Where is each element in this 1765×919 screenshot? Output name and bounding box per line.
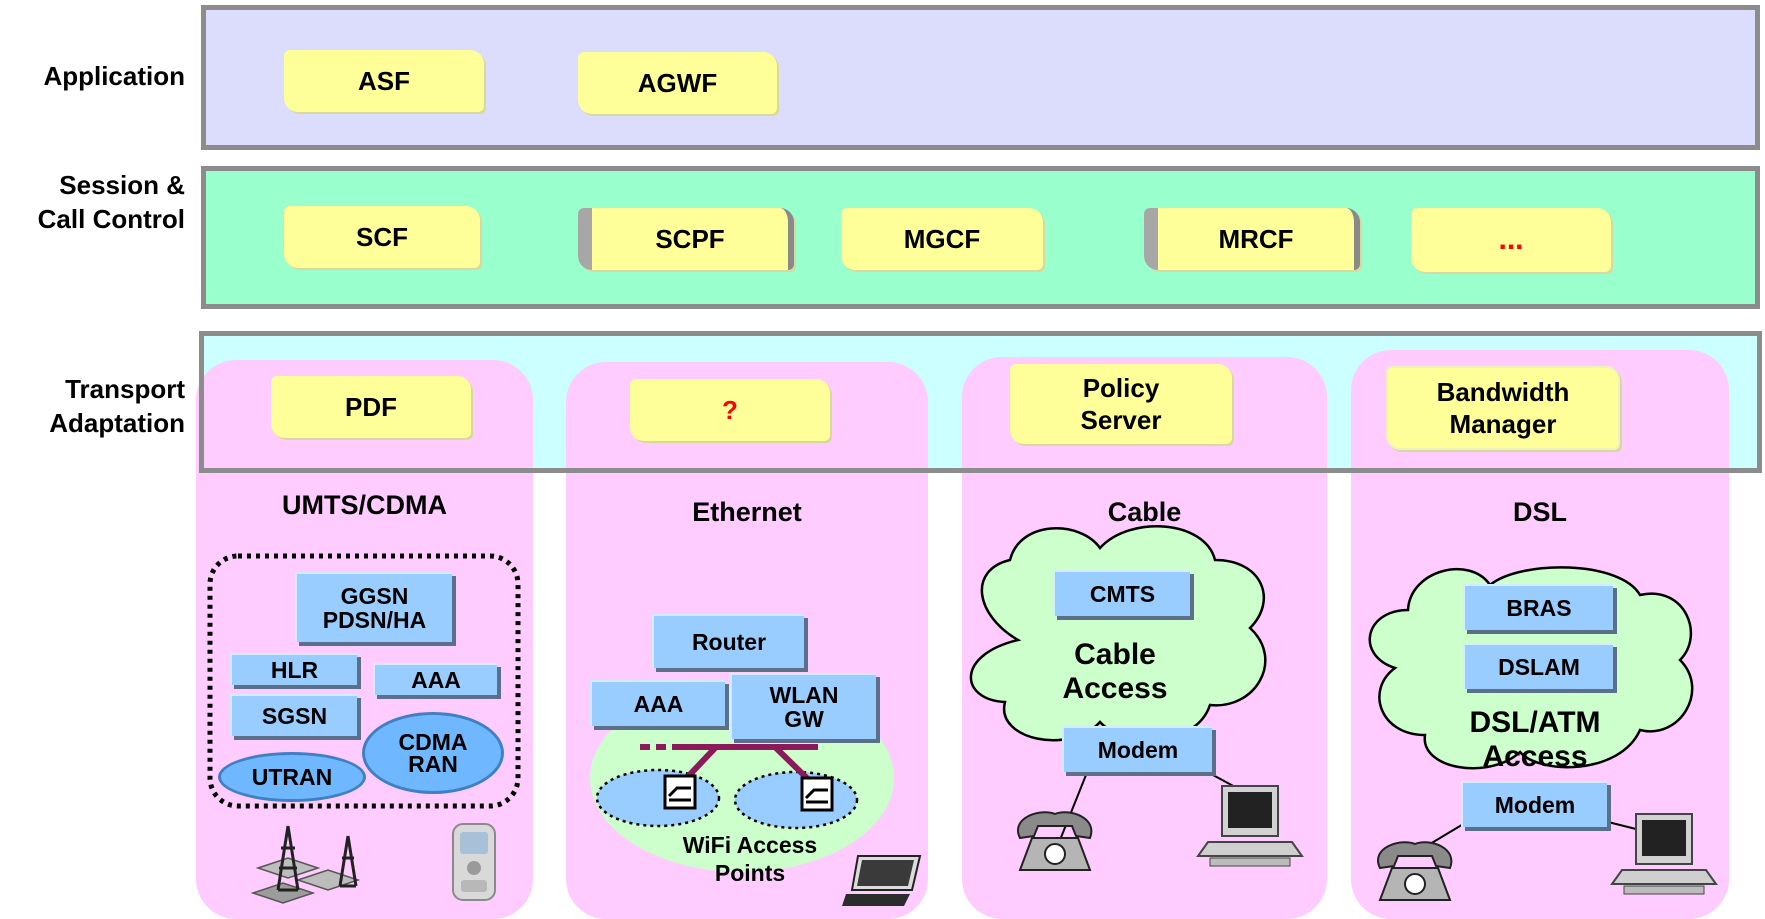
- policy-server-box: Policy Server: [1010, 364, 1232, 444]
- cable-modem-node: Modem: [1062, 726, 1212, 772]
- cdma-ran-line2: RAN: [408, 751, 458, 777]
- layer-label-transport-line1: Transport: [65, 374, 185, 404]
- umts-domain-boundary: [207, 553, 521, 809]
- agwf-box: AGWF: [578, 52, 777, 114]
- sgsn-node: SGSN: [230, 694, 357, 736]
- policy-server-line1: Policy: [1082, 373, 1160, 403]
- cable-access-line2: Access: [1062, 672, 1168, 705]
- cable-link-phone: [1059, 769, 1089, 841]
- cable-cloud: [969, 525, 1267, 742]
- scpf-box: SCPF: [578, 208, 794, 270]
- asf-box: ASF: [284, 50, 484, 112]
- umts-title: UMTS/CDMA: [282, 490, 447, 520]
- scf-box: SCF: [284, 206, 480, 268]
- ggsn-line2: PDSN/HA: [322, 607, 427, 633]
- aaa-umts-node: AAA: [373, 663, 497, 695]
- wifi-label-line2: Points: [714, 860, 786, 886]
- wlan-gw-line2: GW: [784, 706, 824, 732]
- cable-title: Cable: [1107, 497, 1182, 527]
- cable-access-label: Cable Access: [1030, 638, 1200, 706]
- cell-tower-icon: [250, 825, 361, 904]
- hlr-node: HLR: [230, 653, 357, 685]
- dsl-atm-access-line1: DSL/ATM: [1469, 706, 1601, 739]
- policy-server-line2: Server: [1080, 405, 1162, 435]
- dsl-computer-icon: [1610, 813, 1718, 895]
- ellipsis-box: ...: [1411, 208, 1611, 272]
- laptop-icon: [842, 855, 922, 906]
- access-point-right-icon: [800, 776, 834, 812]
- layer-label-application: Application: [43, 61, 185, 91]
- cable-access-line1: Cable: [1074, 638, 1156, 671]
- bandwidth-manager-box: Bandwidth Manager: [1386, 366, 1620, 450]
- transport-band-outline: [199, 331, 1762, 473]
- bras-node: BRAS: [1463, 584, 1613, 630]
- access-point-left-icon: [663, 774, 697, 810]
- layer-label-session: Session & Call Control: [0, 168, 185, 236]
- layer-label-session-line2: Call Control: [37, 204, 185, 234]
- pdf-box: PDF: [271, 376, 471, 438]
- dslam-node: DSLAM: [1463, 643, 1613, 689]
- aaa-ethernet-node: AAA: [590, 680, 725, 726]
- ethernet-title: Ethernet: [692, 497, 802, 527]
- cable-telephone-icon: [1017, 811, 1093, 871]
- cable-computer-icon: [1196, 785, 1304, 867]
- mobile-handset-icon: [452, 823, 496, 901]
- dsl-modem-node: Modem: [1461, 781, 1607, 827]
- wifi-ap-cell-right: [733, 770, 859, 830]
- wlan-gw-node: WLAN GW: [730, 673, 876, 739]
- ggsn-line1: GGSN: [340, 583, 409, 609]
- wifi-label-line1: WiFi Access: [682, 832, 818, 858]
- cmts-node: CMTS: [1053, 570, 1190, 616]
- bandwidth-manager-line1: Bandwidth: [1436, 377, 1570, 407]
- unknown-box: ?: [630, 379, 830, 441]
- cdma-ran-node: CDMA RAN: [362, 712, 504, 794]
- wifi-ap-cell-left: [595, 768, 721, 828]
- wifi-access-points-label: WiFi Access Points: [660, 831, 840, 887]
- layer-label-session-line1: Session &: [59, 170, 185, 200]
- dsl-telephone-icon: [1377, 841, 1453, 901]
- mrcf-box: MRCF: [1144, 208, 1360, 270]
- wlan-gw-line1: WLAN: [769, 682, 839, 708]
- router-node: Router: [652, 614, 804, 668]
- dsl-title: DSL: [1513, 497, 1567, 527]
- bandwidth-manager-line2: Manager: [1449, 409, 1557, 439]
- layer-label-transport-line2: Adaptation: [49, 408, 185, 438]
- ggsn-node: GGSN PDSN/HA: [295, 572, 452, 642]
- mgcf-box: MGCF: [841, 208, 1043, 270]
- dsl-atm-access-label: DSL/ATM Access: [1440, 706, 1630, 774]
- dsl-atm-access-line2: Access: [1482, 740, 1588, 773]
- utran-node: UTRAN: [218, 752, 366, 802]
- layer-label-transport: Transport Adaptation: [0, 372, 185, 440]
- cdma-ran-line1: CDMA: [398, 729, 468, 755]
